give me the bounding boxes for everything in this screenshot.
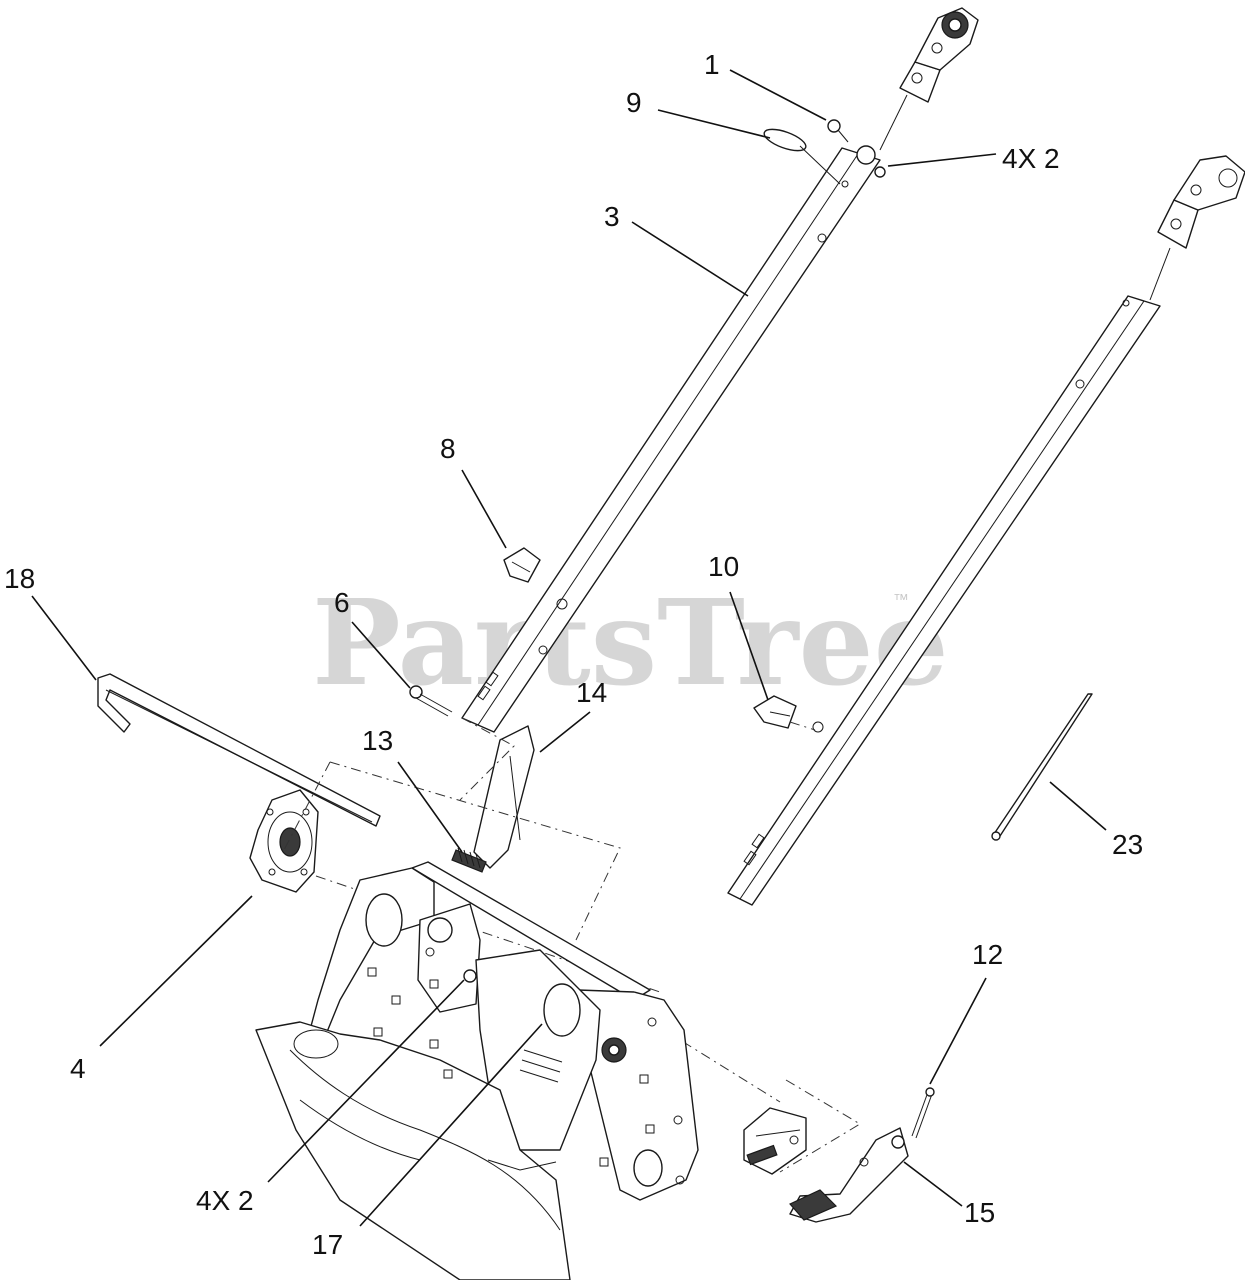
callout-3: 3 xyxy=(604,201,620,232)
right-handle-tube xyxy=(727,295,1161,906)
watermark-text: PartsTree xyxy=(312,573,949,712)
leader-lines xyxy=(31,69,1107,1227)
part-18-rod xyxy=(97,673,381,827)
part-14-bracket xyxy=(459,717,535,869)
callout-13: 13 xyxy=(362,725,393,756)
part-23-cable-tie xyxy=(991,693,1093,841)
part-15-pedal xyxy=(789,1127,909,1223)
part-8-clip xyxy=(503,547,541,583)
part-10-clip xyxy=(753,695,816,731)
callout-1: 1 xyxy=(704,49,720,80)
main-frame xyxy=(255,861,699,1280)
part-9-clip xyxy=(763,128,841,185)
watermark-trademark: ™ xyxy=(893,592,909,609)
callout-8: 8 xyxy=(440,433,456,464)
phantom-outline-1 xyxy=(329,761,621,941)
part-13-spring xyxy=(451,847,487,873)
top-bolt xyxy=(856,145,876,165)
callout-14: 14 xyxy=(576,677,607,708)
callout-18: 18 xyxy=(4,563,35,594)
top-nut xyxy=(874,166,886,178)
callout-23: 23 xyxy=(1112,829,1143,860)
callout-15: 15 xyxy=(964,1197,995,1228)
phantom-outline-2 xyxy=(283,761,331,851)
phantom-outline-4 xyxy=(779,1079,861,1173)
part-1-pin xyxy=(827,119,849,143)
callout-4: 4 xyxy=(70,1053,86,1084)
callout-17: 17 xyxy=(312,1229,343,1260)
callout-6: 6 xyxy=(334,587,350,618)
callout-4x2-top: 4X 2 xyxy=(1002,143,1060,174)
callout-10: 10 xyxy=(708,551,739,582)
callout-9: 9 xyxy=(626,87,642,118)
callout-4x2-bottom: 4X 2 xyxy=(196,1185,254,1216)
callout-12: 12 xyxy=(972,939,1003,970)
left-handle-grip xyxy=(879,7,979,151)
right-handle-grip xyxy=(1149,155,1245,301)
side-latch xyxy=(743,1107,807,1175)
part-6-bolt xyxy=(409,685,453,717)
part-12-pin xyxy=(911,1087,935,1139)
